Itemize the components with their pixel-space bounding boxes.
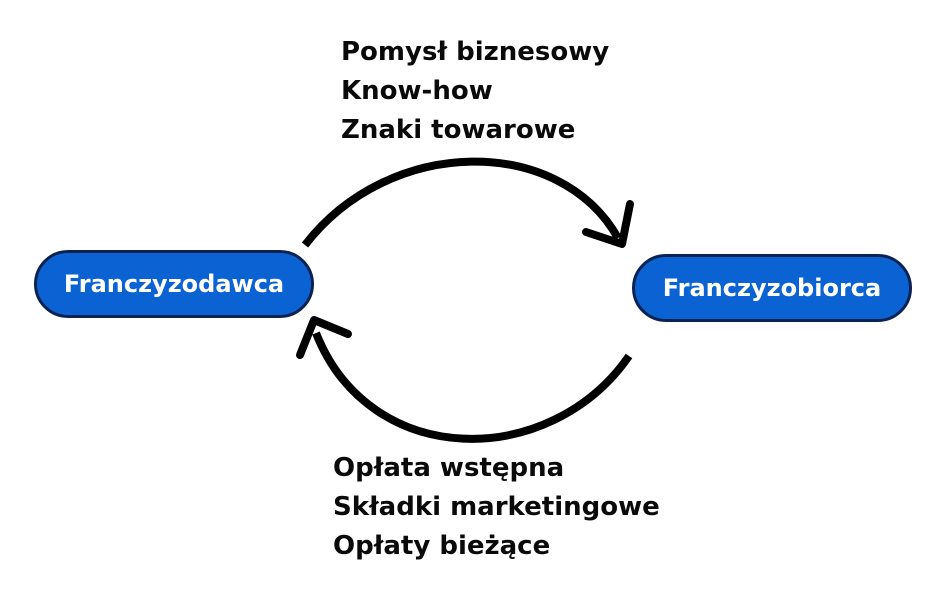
bottom-arrowhead <box>296 316 352 359</box>
top-benefits-list: Pomysł biznesowy Know-how Znaki towarowe <box>341 33 609 150</box>
franchisor-label: Franczyzodawca <box>63 270 285 298</box>
top-arrowhead <box>582 200 634 248</box>
franchisee-label: Franczyzobiorca <box>662 274 882 302</box>
bottom-arrow-arc <box>312 331 633 443</box>
top-list-item: Pomysł biznesowy <box>341 37 610 67</box>
bottom-list-item: Składki marketingowe <box>333 492 660 522</box>
top-list-item: Know-how <box>341 76 493 106</box>
top-list-item: Znaki towarowe <box>341 115 576 145</box>
franchisor-node: Franczyzodawca <box>34 250 314 318</box>
bottom-list-item: Opłaty bieżące <box>333 531 551 561</box>
top-arrow-arc <box>301 157 622 248</box>
bottom-fees-list: Opłata wstępna Składki marketingowe Opła… <box>333 449 660 566</box>
franchisee-node: Franczyzobiorca <box>632 254 912 322</box>
bottom-list-item: Opłata wstępna <box>333 453 565 483</box>
